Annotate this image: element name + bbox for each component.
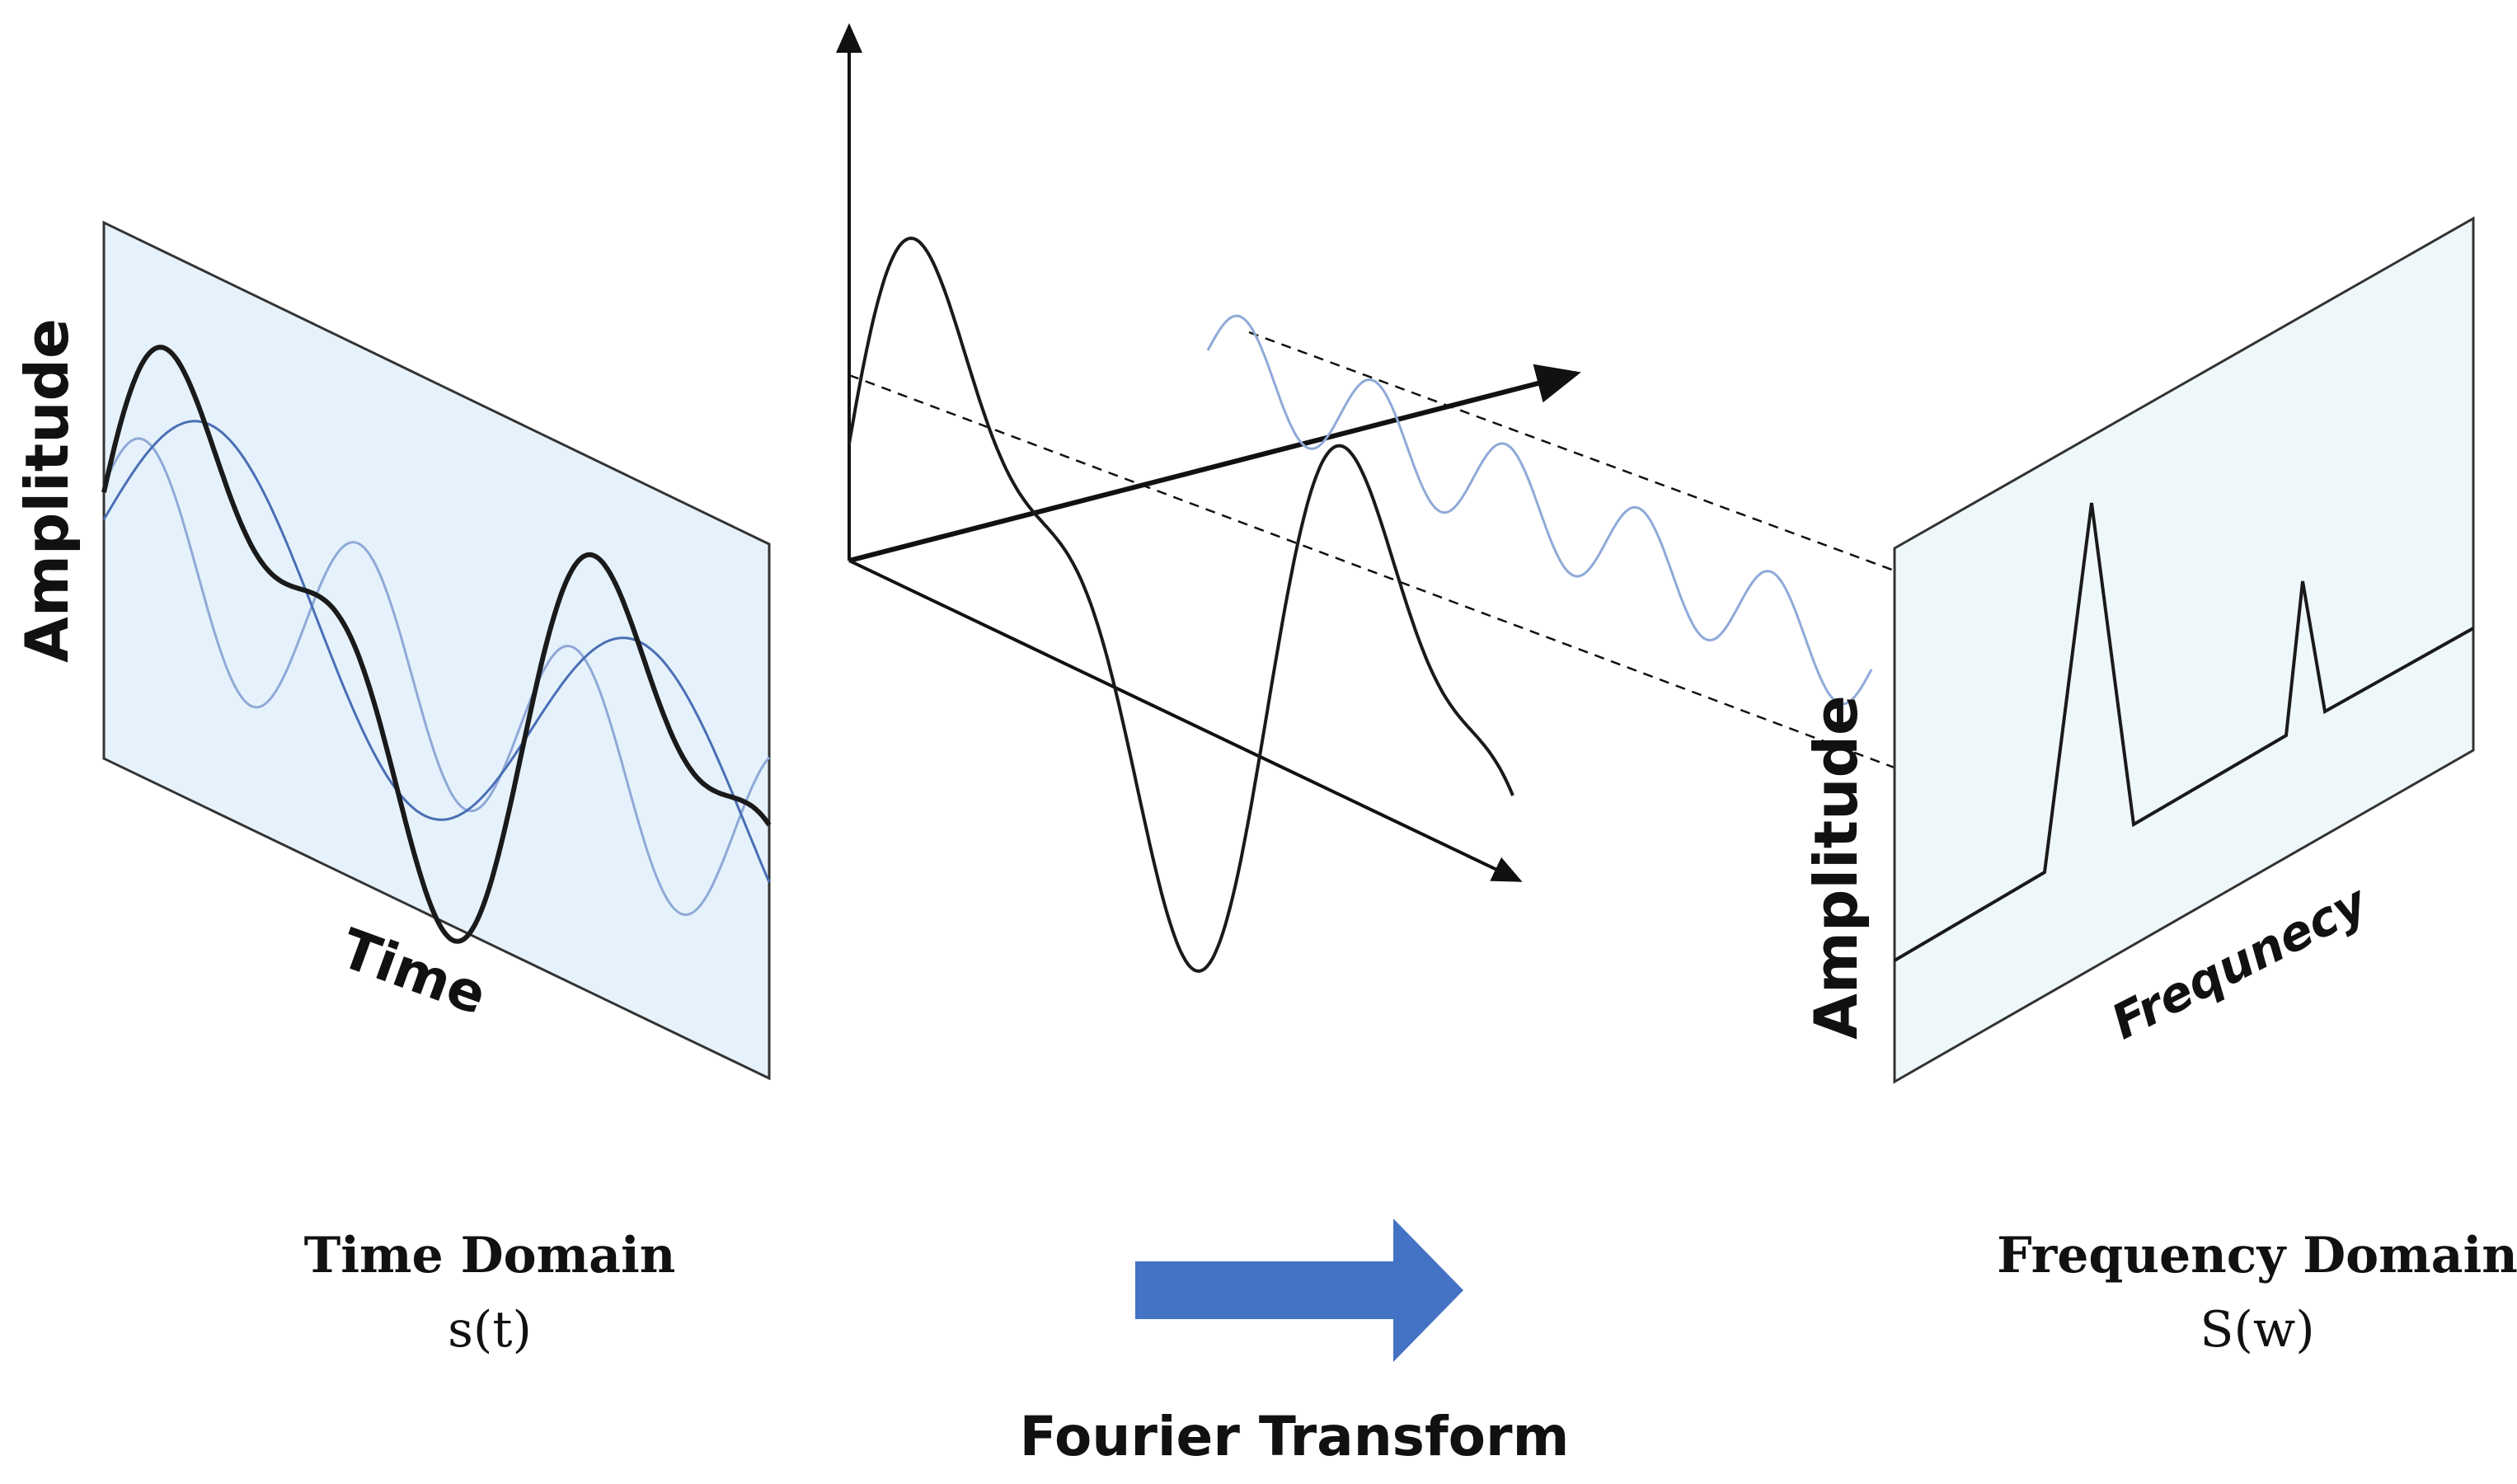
time-signal-light-component	[102, 437, 771, 917]
time-signal-composite	[101, 345, 772, 944]
frequency-domain-title: Frequency Domain	[1997, 1227, 2517, 1284]
frequency-depth-axis	[848, 364, 1581, 563]
time-panel-background	[102, 220, 771, 1081]
time-domain-title: Time Domain	[304, 1227, 676, 1284]
freq-panel-ylabel: Amplitude	[1801, 695, 1871, 1040]
time-diagonal-axis	[848, 559, 1523, 882]
frequency-spectrum-line	[1893, 502, 2474, 962]
time-signal-blue-component	[102, 420, 771, 883]
fourier-transform-label: Fourier Transform	[1020, 1405, 1570, 1468]
composite-signal-3d	[848, 236, 1514, 974]
transform-arrow-icon	[1135, 1219, 1463, 1362]
time-domain-panel: Amplitude Time	[12, 220, 772, 1081]
frequency-domain-panel: Amplitude Frequnecy	[1801, 216, 2475, 1084]
frequency-component-wave	[1206, 314, 1873, 706]
frequency-panel-background	[1893, 216, 2475, 1084]
projection-dashed-line-low	[848, 373, 2095, 844]
time-domain-symbol: s(t)	[448, 1301, 532, 1359]
frequency-domain-symbol: S(w)	[2200, 1301, 2314, 1359]
time-panel-ylabel: Amplitude	[12, 318, 82, 663]
